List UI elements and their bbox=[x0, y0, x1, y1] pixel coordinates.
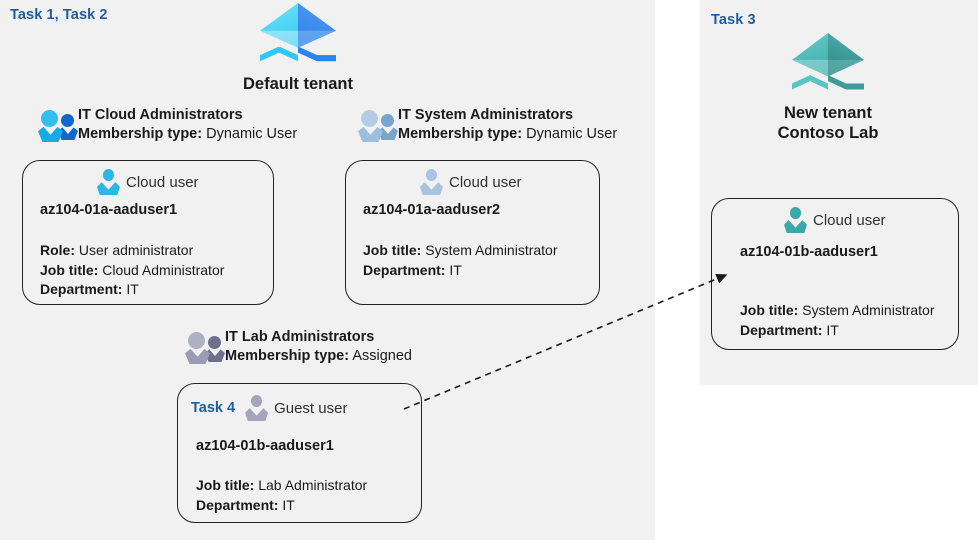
group-membership-value: Dynamic User bbox=[526, 126, 618, 142]
card-username: az104-01a-aaduser1 bbox=[40, 202, 178, 218]
attr-value: IT bbox=[126, 281, 139, 297]
user-card-az104-01a-aaduser1[interactable]: Cloud user az104-01a-aaduser1 Role: User… bbox=[22, 160, 274, 305]
card-attr-department: Department: IT bbox=[196, 496, 367, 516]
card-username: az104-01b-aaduser1 bbox=[196, 438, 334, 454]
group-membership-value: Assigned bbox=[352, 348, 412, 364]
card-header: Cloud user bbox=[784, 207, 886, 233]
attr-key: Department: bbox=[363, 261, 446, 278]
card-user-type: Guest user bbox=[274, 399, 348, 417]
azure-ad-tenant-icon bbox=[260, 3, 336, 67]
card-username: az104-01b-aaduser1 bbox=[740, 244, 878, 260]
new-tenant-name-line1: New tenant bbox=[783, 104, 872, 122]
group-membership-key: Membership type: bbox=[398, 126, 523, 142]
card-attr-job-title: Job title: Cloud Administrator bbox=[40, 261, 224, 281]
card-attributes: Job title: Lab Administrator Department:… bbox=[196, 476, 367, 515]
attr-value: IT bbox=[282, 496, 295, 513]
attr-value: System Administrator bbox=[802, 302, 935, 318]
attr-key: Job title: bbox=[40, 261, 99, 278]
card-attr-department: Department: IT bbox=[363, 261, 558, 281]
attr-value: System Administrator bbox=[425, 242, 558, 258]
cloud-user-icon bbox=[784, 207, 807, 233]
group-title: IT Cloud Administrators bbox=[78, 107, 243, 123]
user-card-az104-01b-aaduser1-cloud[interactable]: Cloud user az104-01b-aaduser1 Job title:… bbox=[711, 198, 959, 350]
user-card-az104-01a-aaduser2[interactable]: Cloud user az104-01a-aaduser2 Job title:… bbox=[345, 160, 600, 305]
card-header: Task 4 Guest user bbox=[191, 395, 347, 421]
card-attributes: Job title: System Administrator Departme… bbox=[363, 241, 558, 280]
attr-value: Lab Administrator bbox=[258, 477, 368, 493]
default-tenant-name: Default tenant bbox=[242, 75, 353, 93]
attr-key: Job title: bbox=[196, 477, 255, 493]
card-attr-job-title: Job title: System Administrator bbox=[740, 301, 935, 321]
group-users-icon bbox=[185, 332, 225, 364]
attr-value: Cloud Administrator bbox=[102, 261, 225, 278]
default-tenant-panel bbox=[0, 0, 655, 540]
attr-key: Department: bbox=[40, 281, 123, 297]
group-users-icon bbox=[38, 110, 78, 142]
card-user-type: Cloud user bbox=[126, 173, 199, 191]
attr-value: User administrator bbox=[78, 242, 194, 258]
card-user-type: Cloud user bbox=[449, 173, 522, 191]
guest-user-icon bbox=[245, 395, 269, 421]
card-username: az104-01a-aaduser2 bbox=[363, 202, 501, 218]
card-user-type: Cloud user bbox=[813, 211, 886, 229]
cloud-user-icon bbox=[97, 169, 120, 195]
group-users-icon bbox=[358, 110, 398, 142]
cloud-user-icon bbox=[420, 169, 443, 195]
card-header: Cloud user bbox=[420, 169, 522, 195]
default-tenant-block: Default tenant bbox=[233, 3, 363, 94]
group-membership-key: Membership type: bbox=[225, 348, 350, 364]
new-tenant-name-line2: Contoso Lab bbox=[777, 124, 879, 142]
group-title: IT System Administrators bbox=[398, 107, 574, 123]
attr-key: Department: bbox=[740, 321, 823, 338]
group-membership-value: Dynamic User bbox=[206, 126, 298, 142]
group-title: IT Lab Administrators bbox=[225, 329, 375, 345]
group-membership-key: Membership type: bbox=[78, 126, 203, 142]
new-tenant-block: New tenant Contoso Lab bbox=[763, 33, 893, 143]
azure-ad-tenant-icon bbox=[792, 33, 864, 95]
task-label-right: Task 3 bbox=[711, 12, 756, 28]
task-label-left: Task 1, Task 2 bbox=[10, 7, 108, 23]
card-header: Cloud user bbox=[97, 169, 199, 195]
attr-key: Job title: bbox=[363, 242, 422, 258]
card-attr-role: Role: User administrator bbox=[40, 241, 224, 261]
attr-value: IT bbox=[449, 261, 462, 278]
card-attributes: Role: User administrator Job title: Clou… bbox=[40, 241, 224, 300]
attr-key: Role: bbox=[40, 242, 75, 258]
group-membership: Membership type: Dynamic User bbox=[398, 124, 617, 144]
attr-key: Department: bbox=[196, 496, 279, 513]
group-membership: Membership type: Dynamic User bbox=[78, 124, 297, 144]
attr-key: Job title: bbox=[740, 302, 799, 318]
group-membership: Membership type: Assigned bbox=[225, 346, 412, 366]
card-attr-department: Department: IT bbox=[740, 321, 935, 341]
card-attr-job-title: Job title: Lab Administrator bbox=[196, 476, 367, 496]
task-label-card: Task 4 bbox=[191, 400, 236, 416]
user-card-az104-01b-aaduser1-guest[interactable]: Task 4 Guest user az104-01b-aaduser1 Job… bbox=[177, 383, 422, 523]
card-attr-department: Department: IT bbox=[40, 280, 224, 300]
card-attributes: Job title: System Administrator Departme… bbox=[740, 301, 935, 340]
attr-value: IT bbox=[826, 321, 839, 338]
card-attr-job-title: Job title: System Administrator bbox=[363, 241, 558, 261]
